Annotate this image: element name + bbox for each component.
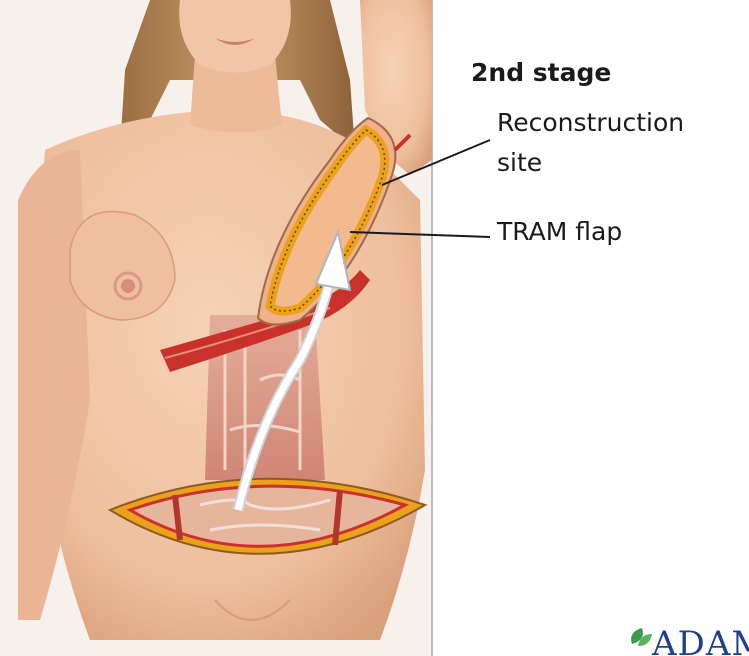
nipple bbox=[121, 279, 135, 293]
logo-text: ADAM bbox=[652, 624, 749, 656]
adam-logo: ADAM bbox=[622, 620, 749, 656]
leaf-icon bbox=[624, 620, 654, 656]
reconstruction-site-label-line2: site bbox=[497, 148, 542, 177]
reconstruction-site-label: Reconstruction bbox=[497, 108, 684, 137]
stage-title: 2nd stage bbox=[471, 58, 611, 87]
tram-flap-label: TRAM flap bbox=[497, 217, 622, 246]
